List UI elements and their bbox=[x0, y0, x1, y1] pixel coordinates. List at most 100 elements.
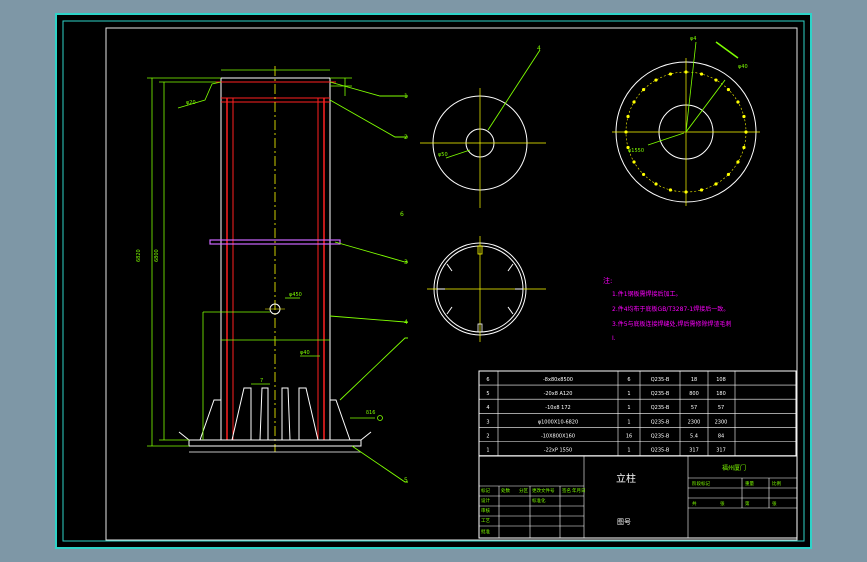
bolt-hole bbox=[626, 114, 630, 119]
svg-text:5: 5 bbox=[404, 477, 408, 484]
table-cell-weight1: 317 bbox=[689, 448, 699, 454]
bolt-hole bbox=[714, 78, 718, 82]
table-cell-qty: 1 bbox=[627, 405, 630, 411]
table-cell-name: -10X800X160 bbox=[541, 433, 575, 439]
bolt-hole bbox=[654, 182, 658, 186]
table-cell-no: 6 bbox=[486, 377, 489, 383]
table-cell-qty: 1 bbox=[627, 448, 630, 454]
bolt-hole bbox=[654, 78, 658, 82]
scale-field-label: 张 bbox=[772, 500, 777, 507]
table-cell-weight1: 18 bbox=[691, 377, 697, 383]
bolt-hole bbox=[714, 182, 718, 186]
svg-text:φ20: φ20 bbox=[186, 100, 196, 106]
svg-text:7: 7 bbox=[260, 378, 263, 384]
svg-text:3: 3 bbox=[404, 259, 408, 266]
bolt-hole bbox=[744, 130, 748, 134]
table-cell-qty: 6 bbox=[627, 377, 630, 383]
title-block-label: 审核 bbox=[481, 507, 490, 514]
scale-field-label: 第 bbox=[745, 500, 750, 507]
table-cell-no: 5 bbox=[486, 391, 489, 397]
title-block-label: 工艺 bbox=[481, 518, 490, 524]
bolt-hole bbox=[726, 172, 731, 177]
top-view: 4 φ50 bbox=[420, 45, 546, 208]
table-cell-name: -10x8 172 bbox=[545, 405, 570, 411]
table-cell-weight2: 57 bbox=[718, 405, 724, 411]
scale-field-label: 重量 bbox=[745, 480, 754, 487]
company-name: 福州厦门 bbox=[722, 464, 746, 472]
svg-text:φ40: φ40 bbox=[738, 64, 748, 70]
drawing-number: 图号 bbox=[617, 518, 631, 526]
svg-text:2: 2 bbox=[404, 134, 408, 141]
part-name: 立柱 bbox=[616, 472, 636, 485]
scale-field-label: 阶段标记 bbox=[692, 480, 710, 487]
bolt-hole bbox=[668, 188, 673, 192]
svg-text:φ1550: φ1550 bbox=[628, 148, 644, 154]
bolt-hole bbox=[736, 100, 740, 104]
table-cell-material: Q235-B bbox=[651, 448, 670, 454]
svg-text:φ40: φ40 bbox=[300, 350, 310, 356]
svg-text:φ4: φ4 bbox=[690, 36, 696, 42]
scale-field-label: 张 bbox=[720, 500, 725, 507]
title-block-label: 标记 bbox=[481, 487, 490, 494]
table-cell-weight1: 57 bbox=[691, 405, 697, 411]
title-block-label: 签名 bbox=[562, 487, 571, 494]
scale-field-label: 比例 bbox=[772, 480, 781, 487]
notes-line-3: 3.件5与底板连接焊缝处,焊后需修除焊渣毛刺 bbox=[612, 320, 731, 328]
table-cell-name: φ1000X10-6820 bbox=[538, 419, 578, 425]
table-cell-material: Q235-B bbox=[651, 391, 670, 397]
table-cell-name: -8x80x8500 bbox=[543, 377, 573, 383]
table-cell-weight1: 5.4 bbox=[690, 433, 698, 439]
svg-text:4: 4 bbox=[404, 319, 408, 326]
table-cell-weight2: 108 bbox=[716, 377, 726, 383]
table-cell-no: 1 bbox=[486, 448, 489, 454]
bolt-hole bbox=[632, 100, 636, 104]
table-cell-no: 3 bbox=[486, 419, 489, 425]
bolt-hole bbox=[668, 72, 673, 76]
title-block-label: 标准化 bbox=[532, 497, 546, 504]
bolt-hole bbox=[699, 72, 704, 76]
svg-text:δ16: δ16 bbox=[366, 410, 375, 416]
table-cell-name: -20x8 A120 bbox=[544, 391, 573, 397]
table-cell-qty: 16 bbox=[626, 433, 632, 439]
title-block-label: 更改文件号 bbox=[532, 487, 555, 494]
bolt-hole bbox=[742, 114, 746, 119]
notes-heading: 注: bbox=[603, 276, 612, 285]
bolt-hole bbox=[699, 188, 704, 192]
sheet-inner-border bbox=[62, 20, 805, 542]
section-view bbox=[427, 236, 546, 342]
table-cell-material: Q235-B bbox=[651, 419, 670, 425]
column-elevation bbox=[178, 66, 372, 453]
title-block-label: 分区 bbox=[519, 487, 528, 494]
scale-field-label: 共 bbox=[692, 500, 697, 507]
table-cell-weight2: 84 bbox=[718, 433, 724, 439]
bolt-hole bbox=[736, 160, 740, 164]
bolt-hole bbox=[684, 190, 688, 194]
bolt-hole bbox=[632, 160, 636, 164]
bolt-hole bbox=[626, 145, 630, 150]
leader-lines bbox=[329, 81, 408, 483]
svg-text:4: 4 bbox=[537, 45, 541, 52]
bolt-hole bbox=[624, 130, 628, 134]
notes-line-2: 2.件4均布于底板GB/T3287-1焊接后一致。 bbox=[612, 305, 729, 313]
title-block-label: 设计 bbox=[481, 497, 490, 504]
dimension-lines bbox=[147, 69, 383, 447]
part-balloons: 1 2 6 3 4 5 bbox=[400, 93, 408, 484]
dimension-texts: 6820 6800 φ20 φ450 7 φ40 δ16 bbox=[136, 100, 375, 416]
table-cell-qty: 1 bbox=[627, 419, 630, 425]
table-cell-weight2: 2300 bbox=[715, 419, 728, 425]
table-cell-qty: 1 bbox=[627, 391, 630, 397]
bolt-hole bbox=[684, 70, 688, 74]
svg-text:6800: 6800 bbox=[154, 249, 160, 262]
table-cell-no: 4 bbox=[486, 405, 489, 411]
svg-text:φ50: φ50 bbox=[438, 152, 448, 158]
table-cell-weight1: 2300 bbox=[688, 419, 701, 425]
table-cell-name: -22xP 1550 bbox=[544, 448, 572, 454]
drawing-frame bbox=[105, 27, 798, 541]
bolt-hole bbox=[641, 87, 646, 92]
svg-text:6820: 6820 bbox=[136, 249, 142, 262]
table-cell-no: 2 bbox=[486, 433, 489, 439]
bolt-hole bbox=[726, 87, 731, 92]
